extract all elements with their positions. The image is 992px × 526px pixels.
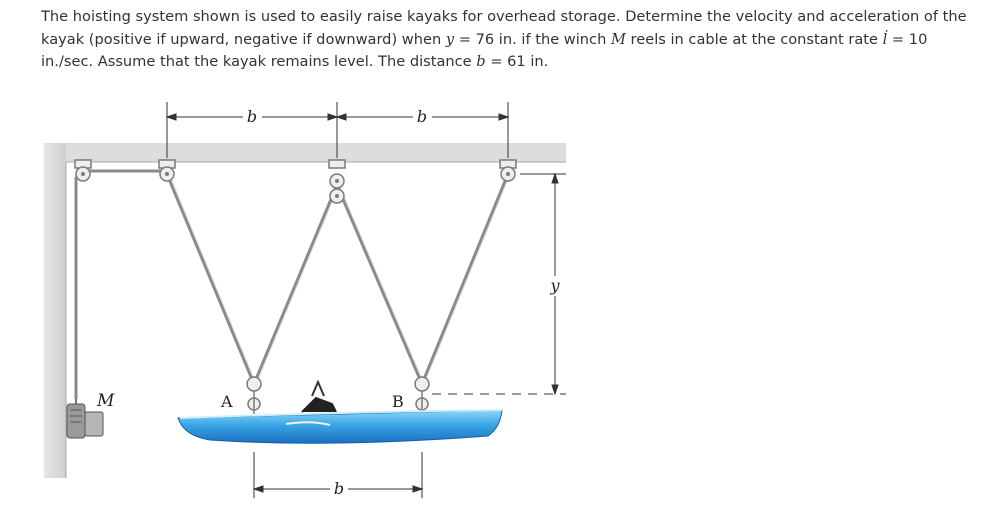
- wall: [44, 143, 66, 478]
- dimension-b-bottom: [252, 452, 424, 498]
- label-M: M: [96, 391, 115, 411]
- y-variable: y: [445, 30, 455, 48]
- dimension-y: [432, 172, 566, 396]
- ceiling-pulleys: [74, 159, 517, 204]
- label-y: y: [549, 276, 560, 295]
- label-b-top-right: b: [417, 107, 427, 126]
- kayak: [177, 379, 503, 444]
- label-b-bottom: b: [334, 479, 344, 498]
- dimension-b-top-right: [335, 102, 510, 158]
- label-B: B: [392, 392, 404, 411]
- rate-variable: l̇: [882, 30, 888, 48]
- ceiling: [44, 143, 566, 162]
- winch: [66, 398, 104, 439]
- kayak-pulleys: [246, 376, 430, 414]
- cables: [74, 169, 510, 400]
- problem-statement: The hoisting system shown is used to eas…: [41, 8, 967, 71]
- winch-variable: M: [610, 30, 626, 48]
- b-variable: b: [476, 53, 486, 71]
- label-A: A: [220, 392, 233, 411]
- dimension-b-top-left: [165, 102, 339, 158]
- label-b-top-left: b: [247, 107, 257, 126]
